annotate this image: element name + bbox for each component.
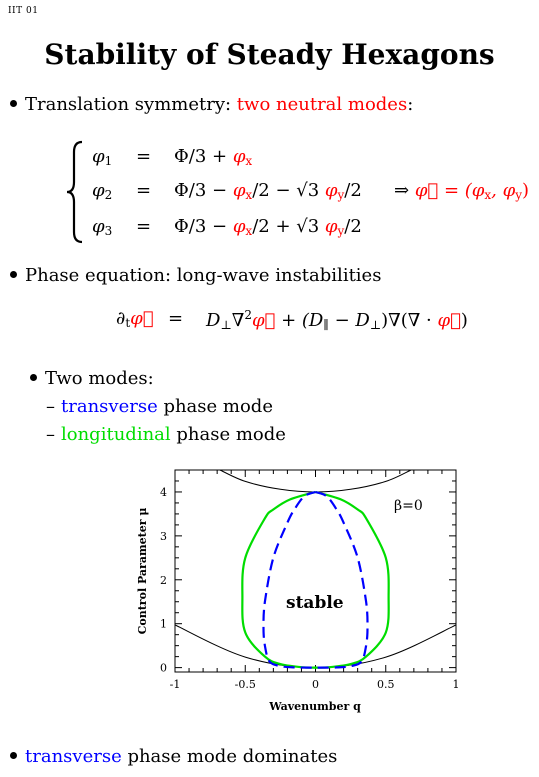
x-axis-label: Wavenumber q: [268, 700, 361, 713]
bullet3-text: Two modes:: [45, 368, 154, 389]
x-tick-label: 1: [453, 678, 460, 691]
list-item-transverse: –transverse phase mode: [46, 396, 273, 417]
x-tick-label: 0.5: [377, 678, 395, 691]
bullet-dot-icon: [10, 99, 17, 107]
y-tick-label: 4: [160, 486, 167, 499]
series-transverse: [262, 490, 369, 669]
equation-phi3: φ3: [92, 216, 113, 238]
stability-chart: -1 -0.5 0 0.5 1 0 1 2 3 4 β=0 stable Wavenumber q…: [136, 469, 460, 713]
x-tick-label: -1: [170, 678, 181, 691]
left-brace-icon: [66, 140, 83, 244]
series-longitudinal: [241, 490, 390, 669]
bullet2-text: Phase equation: long-wave instabilities: [25, 265, 382, 286]
bullet-two-modes: Two modes:: [30, 368, 154, 389]
bullet1-prefix: Translation symmetry:: [25, 94, 237, 115]
bullet1-highlight: two neutral modes: [236, 94, 408, 115]
bullet-conclusion: transverse phase mode dominates: [10, 746, 337, 767]
bullet-dot-icon: [10, 270, 17, 278]
y-tick-label: 1: [160, 618, 167, 631]
bullet-phase-equation: Phase equation: long-wave instabilities: [10, 265, 381, 286]
bullet-translation-symmetry: Translation symmetry: two neutral modes:: [10, 94, 413, 115]
equation-vector-phi: ⇒ φ⃗ = (φx, φy): [394, 180, 530, 202]
x-tick-label: 0: [312, 678, 319, 691]
y-tick-label: 3: [160, 530, 167, 543]
equation-phi2: φ2: [92, 180, 113, 202]
slide-tag: IIT 01: [8, 6, 39, 16]
bullet-dot-icon: [10, 751, 17, 759]
stable-region-label: stable: [286, 593, 344, 613]
y-tick-label: 2: [160, 574, 167, 587]
slide-title: Stability of Steady Hexagons: [44, 38, 495, 71]
y-tick-label: 0: [160, 662, 167, 675]
axis-ticks: -1 -0.5 0 0.5 1 0 1 2 3 4: [160, 469, 460, 691]
bullet1-suffix: :: [407, 94, 414, 115]
equation-phi2-rhs: Φ/3 − φx/2 − √3 φy/2: [174, 180, 362, 202]
equation-phi1: φ1: [92, 146, 113, 168]
chart-curves: [175, 470, 456, 669]
equation-phi3-eq: =: [136, 216, 152, 237]
equation-phi3-rhs: Φ/3 − φx/2 + √3 φy/2: [174, 216, 362, 238]
bullet-dot-icon: [30, 373, 37, 381]
list-item-longitudinal: –longitudinal phase mode: [46, 424, 286, 445]
y-axis-label: Control Parameter μ: [136, 508, 149, 635]
phase-equation-rhs: D⊥∇2φ⃗ + (D∥ − D⊥)∇(∇ · φ⃗): [206, 308, 468, 332]
x-tick-label: -0.5: [235, 678, 256, 691]
beta-annotation: β=0: [394, 498, 423, 514]
equation-phi2-eq: =: [136, 180, 152, 201]
phase-equation-lhs: ∂tφ⃗: [116, 308, 154, 330]
plot-frame: [174, 469, 457, 673]
equation-phi1-rhs: Φ/3 + φx: [174, 146, 253, 168]
phase-equation-eq: =: [168, 308, 184, 329]
equation-phi1-eq: =: [136, 146, 152, 167]
